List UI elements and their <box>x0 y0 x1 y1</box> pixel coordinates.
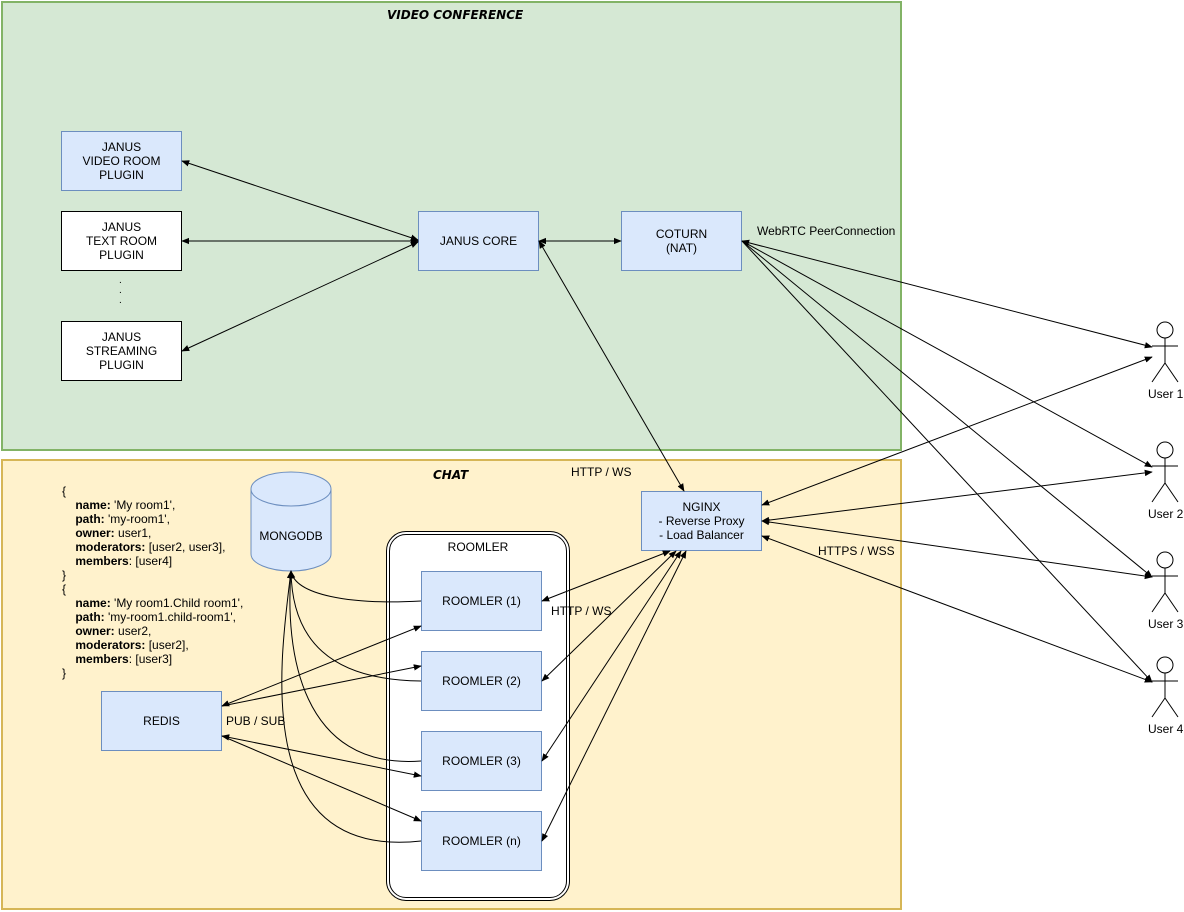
room-2-name: name: 'My room1.Child room1', <box>75 596 244 610</box>
video-conference-title: VIDEO CONFERENCE <box>387 8 524 22</box>
edge-coturn-user4 <box>741 240 1153 683</box>
janus-core-node[interactable]: JANUS CORE <box>418 211 539 271</box>
https-wss-label: HTTPS / WSS <box>818 544 895 558</box>
room-examples-text: { name: 'My room1', path: 'my-room1', ow… <box>62 484 243 680</box>
edge-core-nginx <box>538 240 685 492</box>
janus-streaming-plugin-node[interactable]: JANUS STREAMING PLUGIN <box>61 321 182 381</box>
user-3-actor-icon <box>1151 551 1179 613</box>
edge-nginx-user1 <box>761 356 1153 506</box>
edge-roomler3-mongodb <box>287 570 422 762</box>
user-1-label: User 1 <box>1148 387 1184 401</box>
redis-node[interactable]: REDIS <box>101 691 222 751</box>
room-2-moderators: moderators: [user2], <box>75 638 189 652</box>
http-ws-top-label: HTTP / WS <box>571 465 632 479</box>
room-1-moderators: moderators: [user2, user3], <box>75 540 226 554</box>
user-1-actor-icon <box>1151 321 1179 383</box>
roomler-2-node[interactable]: ROOMLER (2) <box>421 651 542 711</box>
janus-video-room-plugin-node[interactable]: JANUS VIDEO ROOM PLUGIN <box>61 131 182 191</box>
plugin-ellipsis: . . . <box>119 275 122 306</box>
edge-nginx-user4 <box>761 535 1153 683</box>
edge-coturn-user1 <box>741 239 1153 349</box>
roomler-group-title: ROOMLER <box>447 540 509 554</box>
janus-text-room-plugin-node[interactable]: JANUS TEXT ROOM PLUGIN <box>61 211 182 271</box>
room-1-name: name: 'My room1', <box>75 498 176 512</box>
user-4-actor-icon <box>1151 656 1179 718</box>
edge-videoroom-core <box>181 160 419 241</box>
edge-redis-roomler3 <box>221 734 422 778</box>
pub-sub-label: PUB / SUB <box>226 714 286 728</box>
room-2-path: path: 'my-room1.child-room1', <box>75 610 236 624</box>
room-1-close: } <box>62 568 67 582</box>
user-2-label: User 2 <box>1148 507 1184 521</box>
edge-roomler2-mongodb <box>287 570 422 682</box>
room-2-open: { <box>62 582 67 596</box>
edge-nginx-roomlern <box>541 550 687 842</box>
user-4-label: User 4 <box>1148 722 1184 736</box>
edge-nginx-roomler3 <box>541 550 682 762</box>
user-3-label: User 3 <box>1148 617 1184 631</box>
room-1-members: members: [user4] <box>75 554 173 568</box>
mongodb-node-label[interactable]: MONGODB <box>259 529 323 543</box>
room-1-owner: owner: user1, <box>75 526 152 540</box>
roomler-1-node[interactable]: ROOMLER (1) <box>421 571 542 631</box>
user-2-actor-icon <box>1151 441 1179 503</box>
edge-nginx-user2 <box>761 469 1153 524</box>
room-1-path: path: 'my-room1', <box>75 512 170 526</box>
edge-roomler1-mongodb <box>289 570 422 603</box>
nginx-node[interactable]: NGINX - Reverse Proxy - Load Balancer <box>641 491 762 551</box>
edge-redis-roomlern <box>221 735 422 822</box>
roomler-3-node[interactable]: ROOMLER (3) <box>421 731 542 791</box>
room-2-close: } <box>62 666 67 680</box>
edge-roomlern-mongodb <box>281 570 422 843</box>
room-2-owner: owner: user2, <box>75 624 152 638</box>
edge-streaming-core <box>181 241 419 352</box>
edge-redis-roomler2 <box>221 664 422 707</box>
edge-coturn-user2 <box>741 240 1153 468</box>
room-2-members: members: [user3] <box>75 652 173 666</box>
chat-title: CHAT <box>433 468 469 482</box>
webrtc-label: WebRTC PeerConnection <box>757 224 896 238</box>
room-1-open: { <box>62 484 67 498</box>
http-ws-roomler-label: HTTP / WS <box>551 604 612 618</box>
roomler-n-node[interactable]: ROOMLER (n) <box>421 811 542 871</box>
edge-redis-roomler1 <box>221 625 422 707</box>
